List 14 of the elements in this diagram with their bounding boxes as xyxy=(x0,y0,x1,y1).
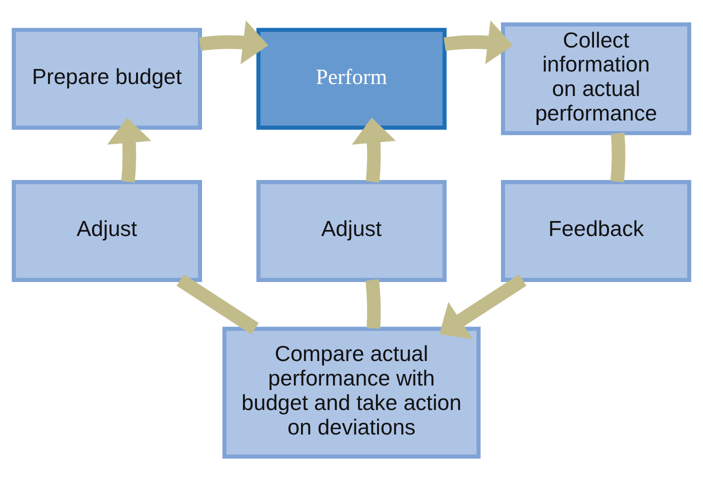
connector xyxy=(176,274,259,334)
node-box: Prepare budget xyxy=(12,27,202,130)
arrow xyxy=(199,20,268,64)
node-box: Adjust xyxy=(256,180,447,282)
arrow xyxy=(444,20,513,64)
node-box: Adjust xyxy=(12,180,202,282)
arrow xyxy=(352,117,396,182)
arrow xyxy=(107,117,152,182)
node-box: Collect information on actual performance xyxy=(500,22,692,135)
connector xyxy=(366,278,381,328)
node-box: Compare actual performance with budget and take action on deviations xyxy=(222,326,481,458)
node-box: Perform xyxy=(256,27,447,130)
node-box: Feedback xyxy=(500,180,692,282)
arrow xyxy=(439,274,526,339)
